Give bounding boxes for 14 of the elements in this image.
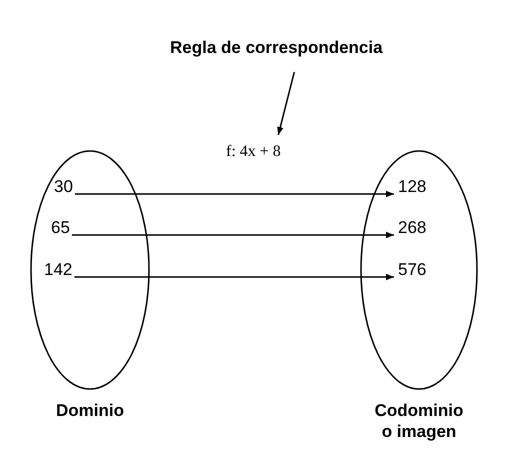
arrow [74,274,394,280]
value-label: 268 [398,218,426,238]
arrow [72,232,394,238]
value-label: 128 [398,177,426,197]
set-label: Dominio [55,400,125,421]
value-label: 30 [54,177,73,197]
function-formula: f: 4x + 8 [226,143,281,161]
arrow [277,72,296,136]
value-label: 142 [44,260,72,280]
value-label: 65 [51,218,70,238]
arrow [74,190,394,198]
rule-title: Regla de correspondencia [170,38,383,58]
set-label: Codominio o imagen [374,400,464,442]
value-label: 576 [398,260,426,280]
